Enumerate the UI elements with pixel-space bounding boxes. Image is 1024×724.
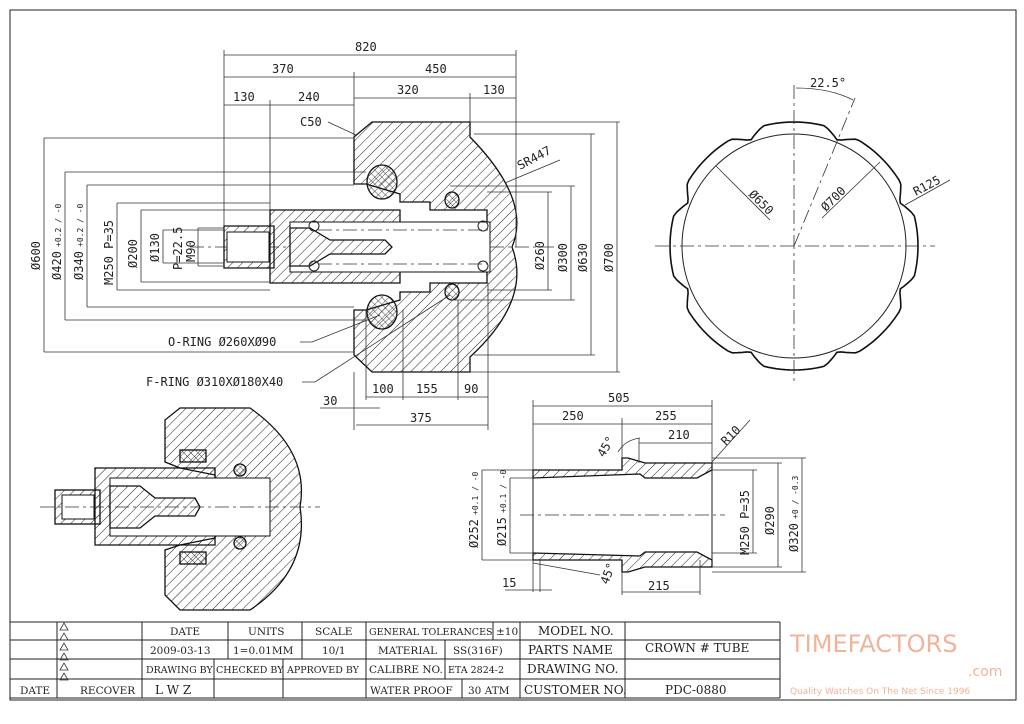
dim-d300: Ø300 [556, 243, 570, 272]
water-proof-value: 30 ATM [468, 685, 510, 697]
material-value: SS(316F) [453, 645, 503, 657]
watermark-brand: TIMEFACTORS [789, 630, 957, 658]
watermark-tagline: Quality Watches On The Net Since 1996 [790, 687, 970, 697]
dim-d130: Ø130 [148, 233, 162, 262]
dim-130-left: 130 [233, 90, 255, 104]
dim-240: 240 [298, 90, 320, 104]
dim-d420: Ø420 [50, 251, 64, 280]
d700-label: Ø700 [818, 184, 848, 214]
dim-370: 370 [272, 62, 294, 76]
material-label: MATERIAL [378, 645, 437, 657]
dim-130-right: 130 [483, 83, 505, 97]
scale-label: SCALE [315, 626, 352, 638]
checked-by-label: CHECKED BY [216, 665, 284, 676]
tube-section-view: 505 250 255 210 R10 45° 45° Ø252 +0.1 / … [467, 391, 806, 595]
o-ring-top [366, 164, 398, 200]
rev-recover-label: RECOVER [80, 685, 136, 697]
dim-100: 100 [372, 382, 394, 396]
angle-label: 22.5° [810, 76, 846, 90]
chamfer-label: C50 [300, 115, 322, 129]
f-ring-bottom [444, 283, 460, 301]
angle-45-top: 45° [594, 434, 617, 460]
calibre-label: CALIBRE NO. [369, 664, 443, 676]
r125-label: R125 [911, 173, 943, 199]
dim-450: 450 [425, 62, 447, 76]
approved-by-label: APPROVED BY [286, 665, 360, 676]
tube-wall-top [532, 457, 713, 479]
dim-375: 375 [410, 411, 432, 425]
dim-d340-tolerance: +0.2 / -0 [76, 203, 85, 247]
title-block: DATE RECOVER DATE UNITS SCALE 2009-03-13… [10, 621, 781, 699]
dim-d252: Ø252 [467, 519, 481, 548]
dim-d215: Ø215 [495, 517, 509, 546]
dim-d600: Ø600 [29, 241, 43, 270]
dim-d320: Ø320 [787, 523, 801, 552]
date-value: 2009-03-13 [150, 645, 211, 657]
customer-no-label: CUSTOMER NO. [524, 683, 627, 697]
dim-d700: Ø700 [602, 243, 616, 272]
dim-250: 250 [562, 409, 584, 423]
watermark-logo: TIMEFACTORS .com Quality Watches On The … [789, 630, 1002, 697]
angle-45-bottom: 45° [598, 561, 619, 586]
drawing-by-value: L W Z [155, 683, 191, 697]
dim-30: 30 [323, 394, 337, 408]
r10-label: R10 [718, 423, 743, 448]
tolerances-label: GENERAL TOLERANCES [369, 627, 493, 638]
end-view: 22.5° Ø650 Ø700 R125 [655, 76, 951, 385]
dim-d260: Ø260 [533, 241, 547, 270]
water-proof-label: WATER PROOF [370, 685, 453, 697]
dim-d630: Ø630 [576, 243, 590, 272]
dim-d340: Ø340 [72, 251, 86, 280]
dim-255: 255 [655, 409, 677, 423]
dim-215: 215 [648, 579, 670, 593]
o-ring-bottom [366, 294, 398, 330]
dim-m250: M250 P=35 [102, 220, 116, 285]
dim-d252-tolerance: +0.1 / -0 [471, 471, 480, 515]
parts-name-value: CROWN # TUBE [645, 641, 749, 655]
dim-d290: Ø290 [763, 506, 777, 535]
units-value: 1=0.01MM [233, 645, 294, 657]
dim-820: 820 [355, 40, 377, 54]
drawing-no-label: DRAWING NO. [527, 662, 618, 676]
drawing-frame [9, 9, 1017, 701]
stem-core [289, 227, 393, 267]
dim-155: 155 [416, 382, 438, 396]
dim-p225: P=22.5 [171, 227, 185, 270]
dim-505: 505 [608, 391, 630, 405]
dim-m250: M250 P=35 [738, 490, 752, 555]
calibre-value: ETA 2824-2 [448, 665, 504, 676]
dim-d420-tolerance: +0.2 / -0 [54, 203, 63, 247]
tolerances-value: ±10 [496, 626, 518, 638]
parts-name-label: PARTS NAME [528, 643, 613, 657]
drawing-by-label: DRAWING BY [146, 665, 213, 676]
f-ring-top [444, 191, 460, 209]
rev-date-label: DATE [20, 685, 50, 697]
model-no-label: MODEL NO. [538, 624, 614, 638]
tube-wall-bottom [532, 551, 713, 573]
sphere-radius-label: SR447 [515, 143, 553, 172]
dim-d215-tolerance: +0.1 / -0 [499, 469, 508, 513]
dim-d320-tolerance: +0 / -0.3 [791, 475, 800, 519]
units-label: UNITS [248, 626, 284, 638]
revision-triangles [59, 622, 69, 681]
watermark-domain: .com [968, 664, 1002, 680]
dim-90: 90 [464, 382, 478, 396]
dim-15: 15 [502, 576, 516, 590]
dim-320: 320 [397, 83, 419, 97]
customer-no-value: PDC-0880 [665, 683, 726, 697]
d650-label: Ø650 [746, 187, 776, 217]
date-label: DATE [170, 626, 200, 638]
dim-d200: Ø200 [126, 239, 140, 268]
o-ring-label: O-RING Ø260XØ90 [168, 335, 276, 349]
dim-210: 210 [668, 428, 690, 442]
dim-m90: M90 [184, 240, 198, 262]
main-section-view: 820 370 450 130 240 320 130 C50 SR447 Ø6… [29, 40, 620, 430]
f-ring-label: F-RING Ø310XØ180X40 [146, 375, 283, 389]
scale-value: 10/1 [322, 645, 346, 657]
assembly-detail-view [40, 407, 320, 611]
